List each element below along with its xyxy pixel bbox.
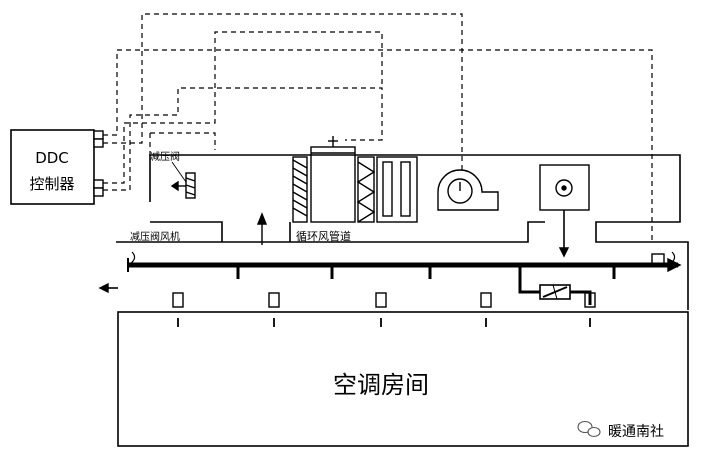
return-duct-label: 循环风管道 (296, 229, 351, 243)
heating-coil (376, 156, 418, 223)
control-signal-lines (103, 13, 653, 240)
room-label: 空调房间 (333, 371, 429, 399)
relief-damper-label: 减压阀 (150, 150, 180, 163)
duct-sensor (651, 253, 665, 265)
supply-fan (437, 169, 499, 211)
filter-section (292, 156, 308, 223)
relief-damper-leader (171, 161, 187, 183)
relief-damper (170, 172, 196, 199)
mixing-box (310, 136, 356, 223)
return-air-arrowhead (256, 212, 268, 225)
ahu-casing (116, 154, 689, 310)
exhaust-arrowhead (98, 282, 109, 294)
relief-damper-machine-label: 减压阀风机 (130, 230, 180, 243)
cooling-coil (356, 156, 376, 223)
return-fan (539, 164, 590, 211)
watermark-text: 暖通南社 (608, 424, 664, 440)
room-sensors (172, 292, 596, 327)
controller-line2: 控制器 (29, 175, 74, 193)
ddc-controller: DDC 控制器 (10, 129, 104, 205)
supply-duct (127, 251, 682, 305)
conditioned-room (117, 311, 689, 447)
controller-line1: DDC (35, 149, 69, 167)
wechat-icon (577, 420, 601, 438)
fan-feed-arrow (558, 247, 570, 258)
branch-valve (539, 284, 571, 300)
watermark: 暖通南社 (577, 420, 664, 440)
